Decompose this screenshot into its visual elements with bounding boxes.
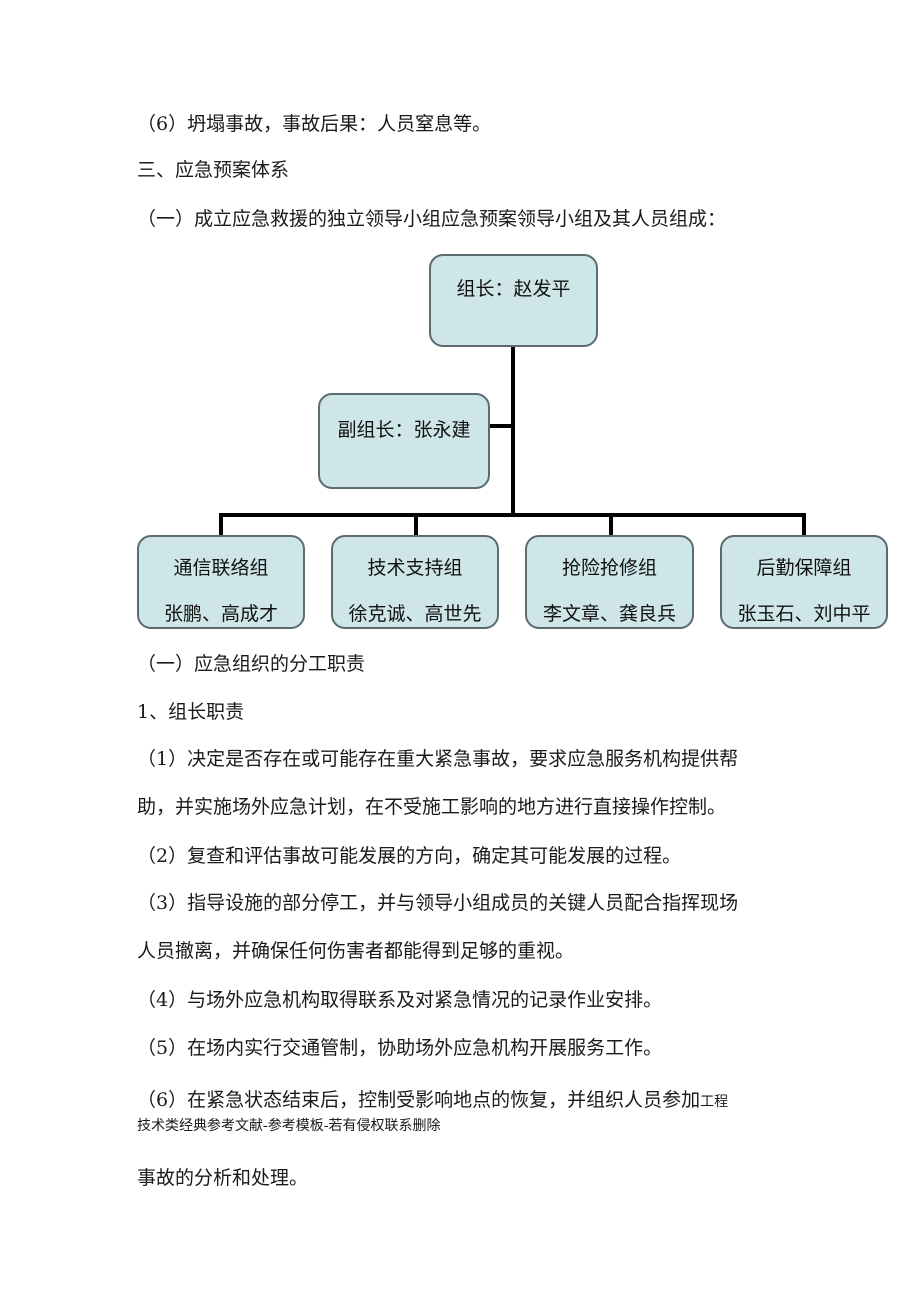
paragraph-collapse-accident: （6）坍塌事故，事故后果：人员窒息等。 [137,113,492,135]
group-members: 张玉石、刘中平 [737,603,871,625]
connector-trunk [511,345,515,515]
group-members: 徐克诚、高世先 [348,603,482,625]
duty-6-small-text: 工程 [700,1094,729,1110]
group-name: 后勤保障组 [756,557,852,579]
connector-horizontal-bar [219,513,806,517]
group-name: 技术支持组 [367,557,463,579]
paragraph-duty-3-line2: 人员撤离，并确保任何伤害者都能得到足够的重视。 [137,940,575,962]
subheading-leader-duties: 1、组长职责 [137,701,245,723]
paragraph-duty-6-line2: 事故的分析和处理。 [137,1167,309,1189]
section-heading-emergency-plan: 三、应急预案体系 [137,159,290,181]
org-chart: 组长：赵发平 副组长：张永建 通信联络组 张鹏、高成才 技术支持组 徐克诚、高世… [0,0,920,640]
group-box-logistics: 后勤保障组 张玉石、刘中平 [720,535,888,629]
leader-box: 组长：赵发平 [429,254,598,347]
connector-drop-2 [414,513,418,537]
paragraph-duty-1-line1: （1）决定是否存在或可能存在重大紧急事故，要求应急服务机构提供帮 [137,748,739,770]
leader-label: 组长：赵发平 [456,278,571,300]
paragraph-duty-1-line2: 助，并实施场外应急计划，在不受施工影响的地方进行直接操作控制。 [137,796,727,818]
group-members: 张鹏、高成才 [163,603,278,625]
duty-6-text: （6）在紧急状态结束后，控制受影响地点的恢复，并组织人员参加 [137,1089,701,1111]
group-box-communication: 通信联络组 张鹏、高成才 [137,535,305,629]
subheading-division-of-duties: （一）应急组织的分工职责 [137,653,366,675]
deputy-box: 副组长：张永建 [318,393,490,489]
connector-drop-1 [219,513,223,537]
watermark-notice: 技术类经典参考文献-参考模板-若有侵权联系删除 [137,1118,441,1134]
group-name: 抢险抢修组 [561,557,657,579]
connector-drop-4 [802,513,806,537]
group-box-rescue-repair: 抢险抢修组 李文章、龚良兵 [525,535,694,629]
group-members: 李文章、龚良兵 [542,603,676,625]
paragraph-duty-2: （2）复查和评估事故可能发展的方向，确定其可能发展的过程。 [137,845,682,867]
group-name: 通信联络组 [173,557,269,579]
paragraph-duty-5: （5）在场内实行交通管制，协助场外应急机构开展服务工作。 [137,1037,663,1059]
paragraph-duty-4: （4）与场外应急机构取得联系及对紧急情况的记录作业安排。 [137,989,663,1011]
deputy-label: 副组长：张永建 [337,419,471,441]
paragraph-leadership-group: （一）成立应急救援的独立领导小组应急预案领导小组及其人员组成： [137,208,727,230]
paragraph-duty-6-line1: （6）在紧急状态结束后，控制受影响地点的恢复，并组织人员参加工程 [137,1088,728,1112]
group-box-technical-support: 技术支持组 徐克诚、高世先 [331,535,499,629]
paragraph-duty-3-line1: （3）指导设施的部分停工，并与领导小组成员的关键人员配合指挥现场 [137,892,739,914]
connector-deputy [488,424,514,428]
connector-drop-3 [609,513,613,537]
